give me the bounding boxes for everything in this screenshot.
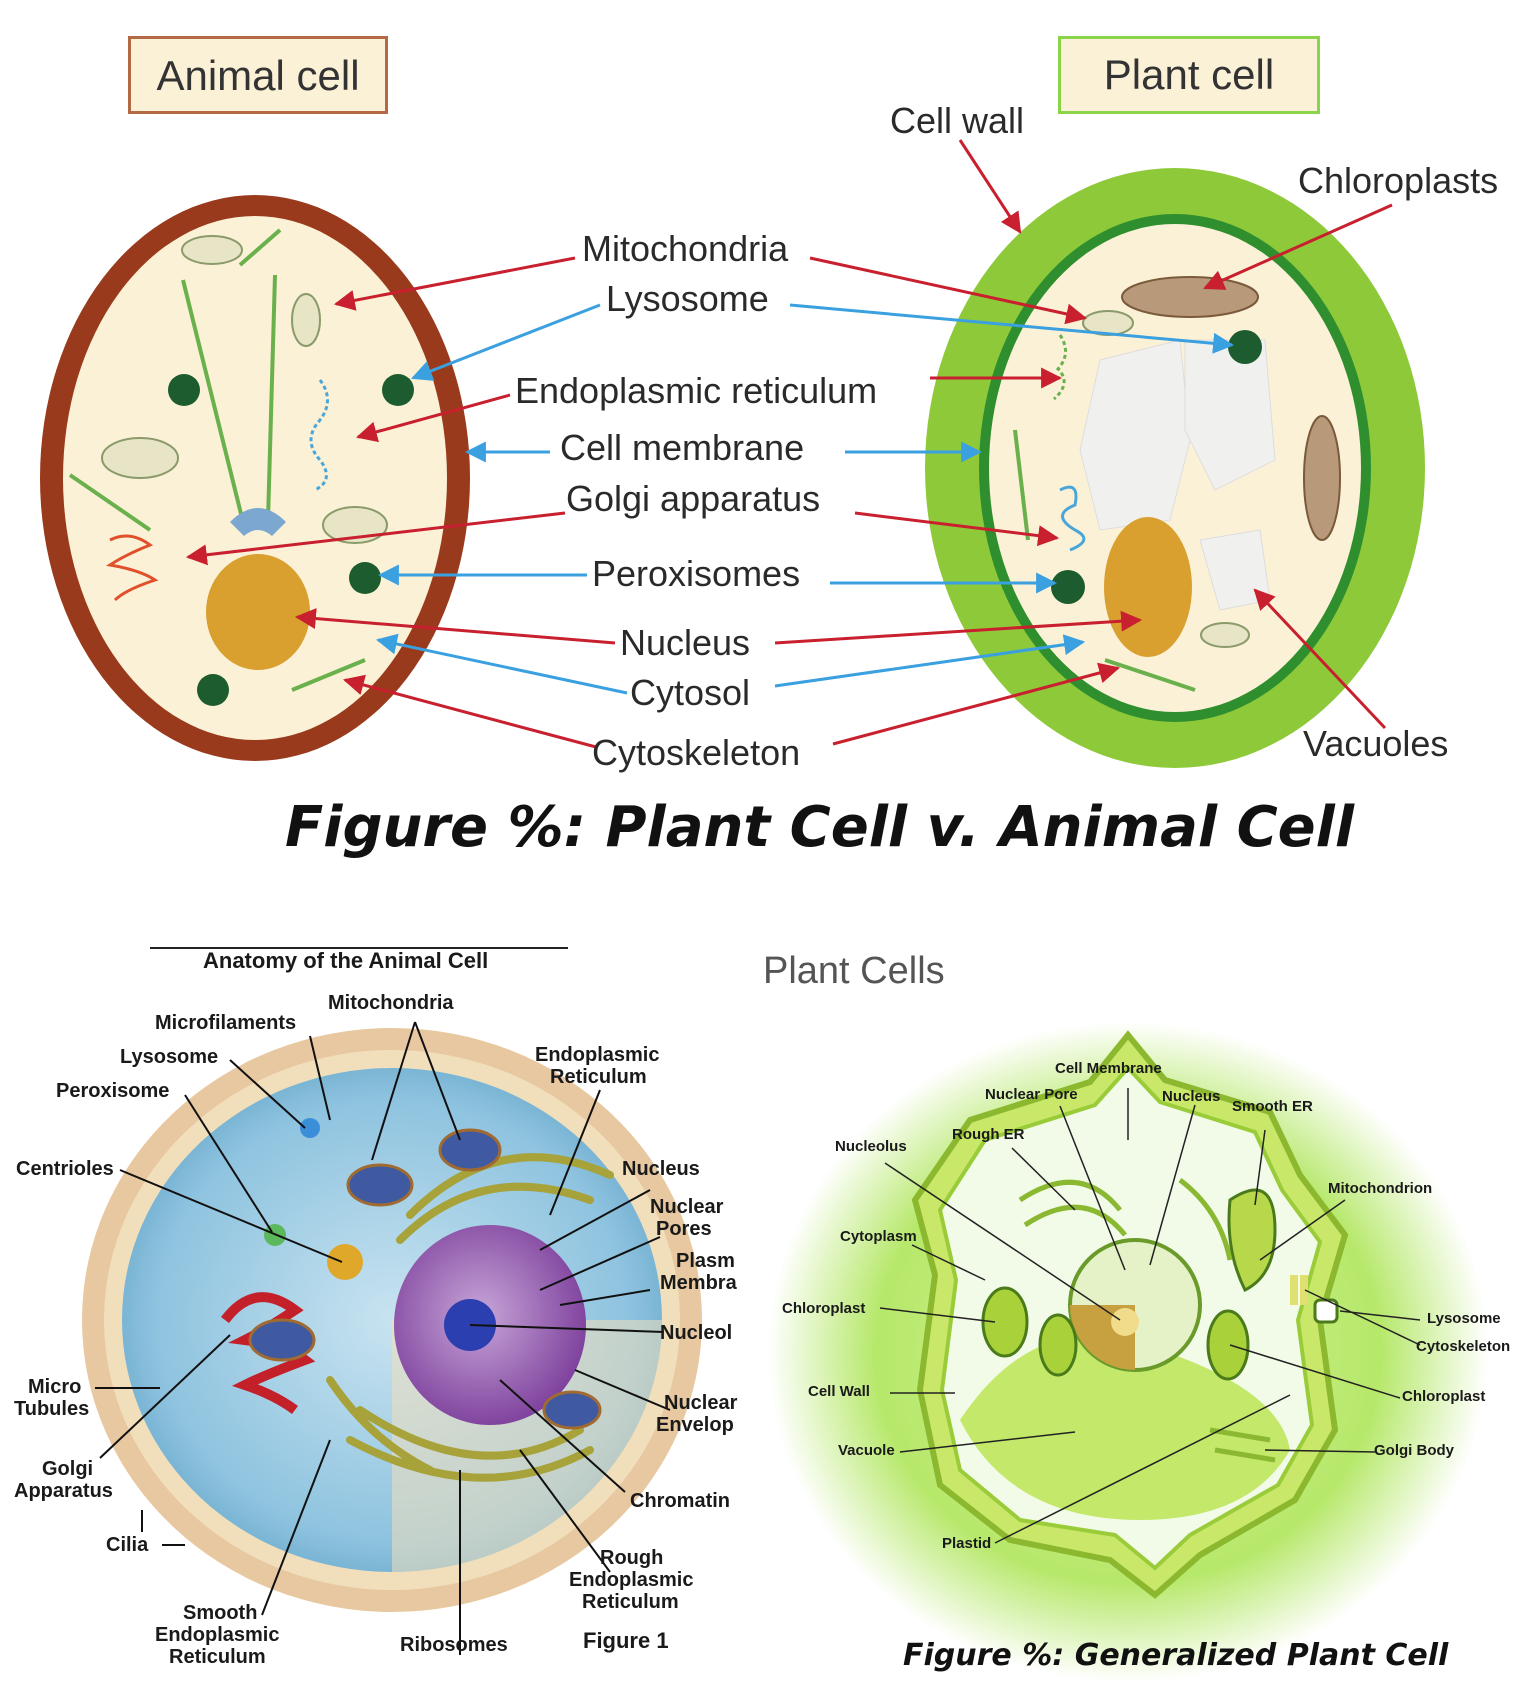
plant-label-mitochondrion: Mitochondrion — [1328, 1180, 1432, 1197]
animal-peroxisome-shape-2 — [197, 674, 229, 706]
label-golgi-apparatus: Golgi apparatus — [566, 478, 820, 520]
anatomy-label-smooth-er-2: Endoplasmic — [155, 1624, 279, 1646]
plant-nucleolus-shape — [1111, 1308, 1139, 1336]
plant-figure-caption: Figure %: Generalized Plant Cell — [903, 1638, 1448, 1673]
anatomy-label-nucleus: Nucleus — [622, 1158, 700, 1180]
plant-cytoskeleton-shape-2 — [1300, 1275, 1308, 1305]
plant-label-rough-er: Rough ER — [952, 1126, 1025, 1143]
anatomy-label-mitochondria: Mitochondria — [328, 992, 454, 1014]
label-endoplasmic-reticulum: Endoplasmic reticulum — [515, 370, 877, 412]
anatomy-label-envelope-2: Envelop — [656, 1414, 734, 1436]
anatomy-label-smooth-er-1: Smooth — [183, 1602, 257, 1624]
animal-mitochondrion-shape-2 — [102, 438, 178, 478]
anatomy-label-golgi-2: Apparatus — [14, 1480, 113, 1502]
anatomy-label-plasma-1: Plasm — [676, 1250, 735, 1272]
animal-peroxisome-shape — [349, 562, 381, 594]
anatomy-label-er-1: Endoplasmic — [535, 1044, 659, 1066]
top-figure-caption: Figure %: Plant Cell v. Animal Cell — [285, 795, 1354, 860]
plant-label-golgi-body: Golgi Body — [1374, 1442, 1454, 1459]
plant-cytoskeleton-shape — [1290, 1275, 1298, 1305]
plant-label-lysosome: Lysosome — [1427, 1310, 1501, 1327]
anatomy-label-ribosomes: Ribosomes — [400, 1634, 508, 1656]
anatomy-mitochondrion-4 — [544, 1392, 600, 1428]
anatomy-label-er-2: Reticulum — [550, 1066, 647, 1088]
plant-lysosome-shape — [1228, 330, 1262, 364]
plant-label-nuclear-pore: Nuclear Pore — [985, 1086, 1078, 1103]
animal-mitochondrion-shape-4 — [292, 294, 320, 346]
animal-lysosome-shape — [168, 374, 200, 406]
anatomy-mitochondrion — [348, 1165, 412, 1205]
plant-cells-heading: Plant Cells — [763, 950, 945, 993]
plant-label-smooth-er: Smooth ER — [1232, 1098, 1313, 1115]
anatomy-label-microfilaments: Microfilaments — [155, 1012, 296, 1034]
anatomy-label-nucleolus: Nucleol — [660, 1322, 732, 1344]
label-vacuoles: Vacuoles — [1303, 723, 1448, 765]
plant-label-cell-membrane: Cell Membrane — [1055, 1060, 1162, 1077]
animal-lysosome-shape-2 — [382, 374, 414, 406]
anatomy-label-envelope-1: Nuclear — [664, 1392, 737, 1414]
label-peroxisomes: Peroxisomes — [592, 553, 800, 595]
label-cell-wall: Cell wall — [890, 100, 1024, 142]
anatomy-lysosome — [300, 1118, 320, 1138]
plant-chloroplast-shape — [1122, 277, 1258, 317]
animal-cell-title: Animal cell — [128, 36, 388, 114]
plant-cell-title: Plant cell — [1058, 36, 1320, 114]
anatomy-label-rough-er-2: Endoplasmic — [569, 1569, 693, 1591]
anatomy-label-peroxisome: Peroxisome — [56, 1080, 169, 1102]
animal-nucleus-shape — [206, 554, 310, 670]
plant-label-chloroplast-left: Chloroplast — [782, 1300, 865, 1317]
plant-label-chloroplast-right: Chloroplast — [1402, 1388, 1485, 1405]
anatomy-label-smooth-er-3: Reticulum — [169, 1646, 266, 1668]
animal-cell-diagram — [40, 195, 470, 761]
plant-label-nucleus: Nucleus — [1162, 1088, 1220, 1105]
anatomy-label-microtubules-1: Micro — [28, 1376, 81, 1398]
plant-mitochondrion-shape-2 — [1201, 623, 1249, 647]
anatomy-mitochondrion-3 — [250, 1320, 314, 1360]
anatomy-label-microtubules-2: Tubules — [14, 1398, 89, 1420]
anatomy-label-nuclear-pores-2: Pores — [656, 1218, 712, 1240]
plant-chloroplast-shape-4 — [1040, 1315, 1076, 1375]
anatomy-label-rough-er-3: Reticulum — [582, 1591, 679, 1613]
label-cytosol: Cytosol — [630, 672, 750, 714]
animal-mitochondrion-shape — [182, 236, 242, 264]
anatomy-centriole — [327, 1244, 363, 1280]
anatomy-label-cilia: Cilia — [106, 1534, 148, 1556]
anatomy-label-nuclear-pores-1: Nuclear — [650, 1196, 723, 1218]
plant-label-cytoplasm: Cytoplasm — [840, 1228, 917, 1245]
plant-chloroplast-shape-2 — [1304, 416, 1340, 540]
anatomy-label-golgi-1: Golgi — [42, 1458, 93, 1480]
plant-label-plastid: Plastid — [942, 1535, 991, 1552]
label-lysosome: Lysosome — [606, 278, 769, 320]
anatomy-label-rough-er-1: Rough — [600, 1547, 663, 1569]
anatomy-figure-label: Figure 1 — [583, 1630, 669, 1652]
plant-cell-diagram — [925, 168, 1425, 768]
label-nucleus: Nucleus — [620, 622, 750, 664]
plant-label-nucleolus: Nucleolus — [835, 1138, 907, 1155]
anatomy-label-plasma-2: Membra — [660, 1272, 737, 1294]
anatomy-label-centrioles: Centrioles — [16, 1158, 114, 1180]
anatomy-title: Anatomy of the Animal Cell — [203, 950, 488, 972]
label-cell-membrane: Cell membrane — [560, 427, 804, 469]
plant-label-vacuole: Vacuole — [838, 1442, 895, 1459]
label-chloroplasts: Chloroplasts — [1298, 160, 1498, 202]
plant-nucleus-shape — [1104, 517, 1192, 657]
plant-chloroplast-shape-5 — [1208, 1311, 1248, 1379]
label-mitochondria: Mitochondria — [582, 228, 788, 270]
plant-label-cytoskeleton: Cytoskeleton — [1416, 1338, 1510, 1355]
label-cytoskeleton: Cytoskeleton — [592, 732, 800, 774]
anatomy-mitochondrion-2 — [440, 1130, 500, 1170]
anatomy-label-lysosome: Lysosome — [120, 1046, 218, 1068]
anatomy-label-chromatin: Chromatin — [630, 1490, 730, 1512]
plant-peroxisome-shape — [1051, 570, 1085, 604]
plant-label-cell-wall: Cell Wall — [808, 1383, 870, 1400]
